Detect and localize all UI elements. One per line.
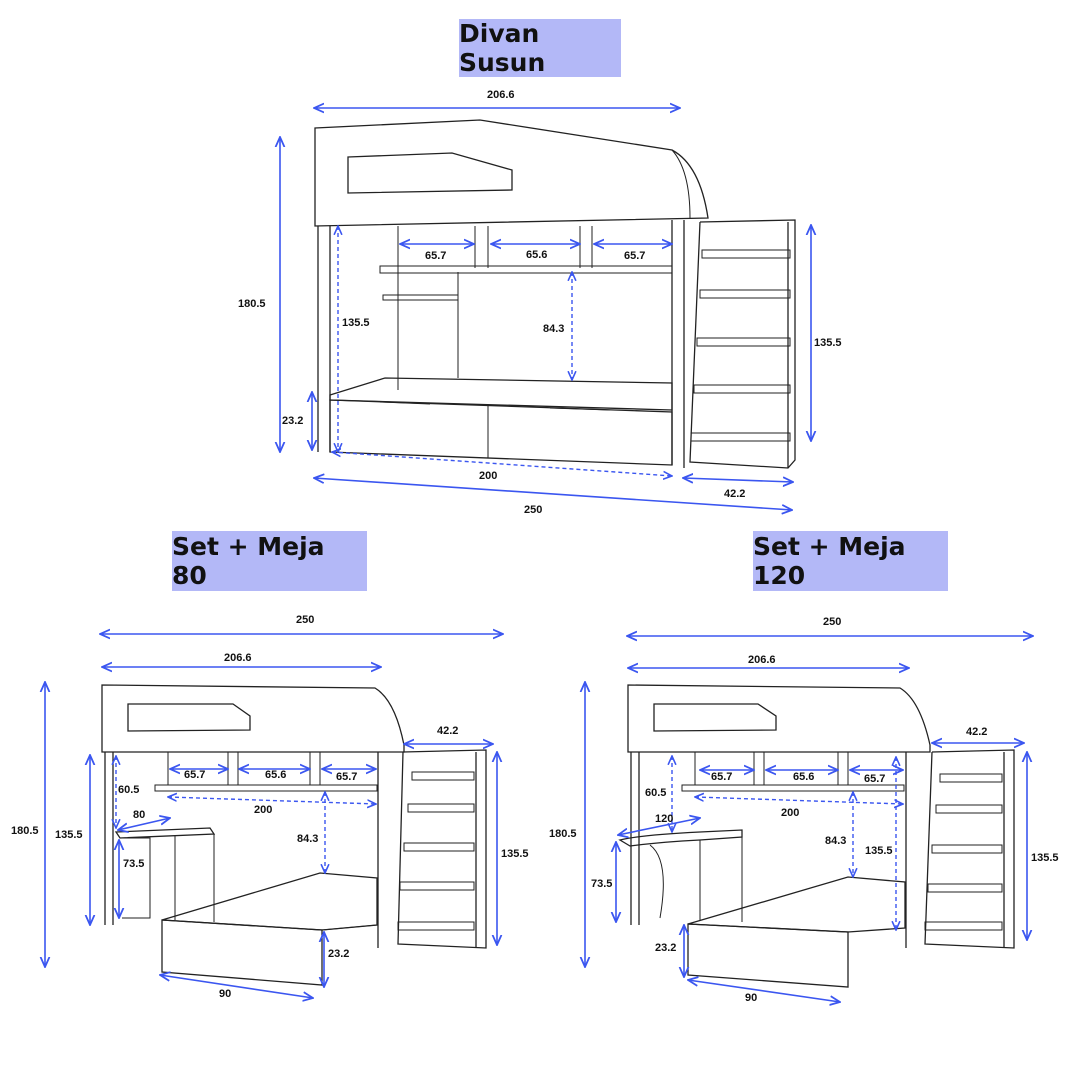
top-bunk-drawing	[314, 119, 796, 469]
left-desk-offset-60: 60.5	[118, 784, 139, 796]
right-base-23: 23.2	[655, 942, 676, 954]
left-stair-135: 135.5	[501, 848, 529, 860]
right-desk-120: 120	[655, 813, 673, 825]
left-dimension-labels: 250 206.6 180.5 135.5 60.5 80 73.5 65.7 …	[11, 614, 529, 1000]
right-bed-90: 90	[745, 992, 757, 1004]
right-desk-height-73: 73.5	[591, 878, 612, 890]
top-total-250: 250	[524, 504, 542, 516]
right-bed-200: 200	[781, 807, 799, 819]
top-dimension-arrows	[280, 108, 811, 510]
right-stair-42: 42.2	[966, 726, 987, 738]
top-inner-height-135: 135.5	[342, 317, 370, 329]
right-stair-135: 135.5	[1031, 852, 1059, 864]
title-set-meja-80: Set + Meja 80	[172, 531, 367, 591]
left-dimension-arrows	[45, 634, 503, 998]
left-set-drawing	[101, 684, 487, 986]
right-set-drawing	[618, 684, 1015, 988]
top-shelf-2: 65.6	[526, 249, 547, 261]
right-dimension-arrows	[585, 636, 1033, 1002]
left-desk-80: 80	[133, 809, 145, 821]
top-base-23: 23.2	[282, 415, 303, 427]
right-shelf-3: 65.7	[864, 773, 885, 785]
top-stair-42: 42.2	[724, 488, 745, 500]
left-stair-42: 42.2	[437, 725, 458, 737]
title-divan-susun: Divan Susun	[459, 19, 621, 77]
right-inner-135: 135.5	[865, 845, 893, 857]
left-width-206: 206.6	[224, 652, 252, 664]
top-shelf-1: 65.7	[425, 250, 446, 262]
left-desk-height-73: 73.5	[123, 858, 144, 870]
left-shelf-2: 65.6	[265, 769, 286, 781]
right-width-206: 206.6	[748, 654, 776, 666]
right-dimension-labels: 250 206.6 180.5 60.5 120 73.5 65.7 65.6 …	[549, 616, 1059, 1004]
left-shelf-1: 65.7	[184, 769, 205, 781]
left-base-23: 23.2	[328, 948, 349, 960]
right-opening-84: 84.3	[825, 835, 846, 847]
left-bed-90: 90	[219, 988, 231, 1000]
top-stair-135: 135.5	[814, 337, 842, 349]
left-inner-135: 135.5	[55, 829, 83, 841]
right-total-250: 250	[823, 616, 841, 628]
top-opening-84: 84.3	[543, 323, 564, 335]
left-opening-84: 84.3	[297, 833, 318, 845]
top-shelf-3: 65.7	[624, 250, 645, 262]
right-desk-offset-60: 60.5	[645, 787, 666, 799]
left-height-180: 180.5	[11, 825, 39, 837]
left-bed-200: 200	[254, 804, 272, 816]
left-shelf-3: 65.7	[336, 771, 357, 783]
left-total-250: 250	[296, 614, 314, 626]
top-width-206: 206.6	[487, 89, 515, 101]
top-dimension-labels: 206.6 180.5 135.5 65.7 65.6 65.7 84.3 23…	[238, 89, 842, 516]
right-shelf-1: 65.7	[711, 771, 732, 783]
title-set-meja-120: Set + Meja 120	[753, 531, 948, 591]
top-height-180: 180.5	[238, 298, 266, 310]
right-height-180: 180.5	[549, 828, 577, 840]
top-bed-200: 200	[479, 470, 497, 482]
right-shelf-2: 65.6	[793, 771, 814, 783]
